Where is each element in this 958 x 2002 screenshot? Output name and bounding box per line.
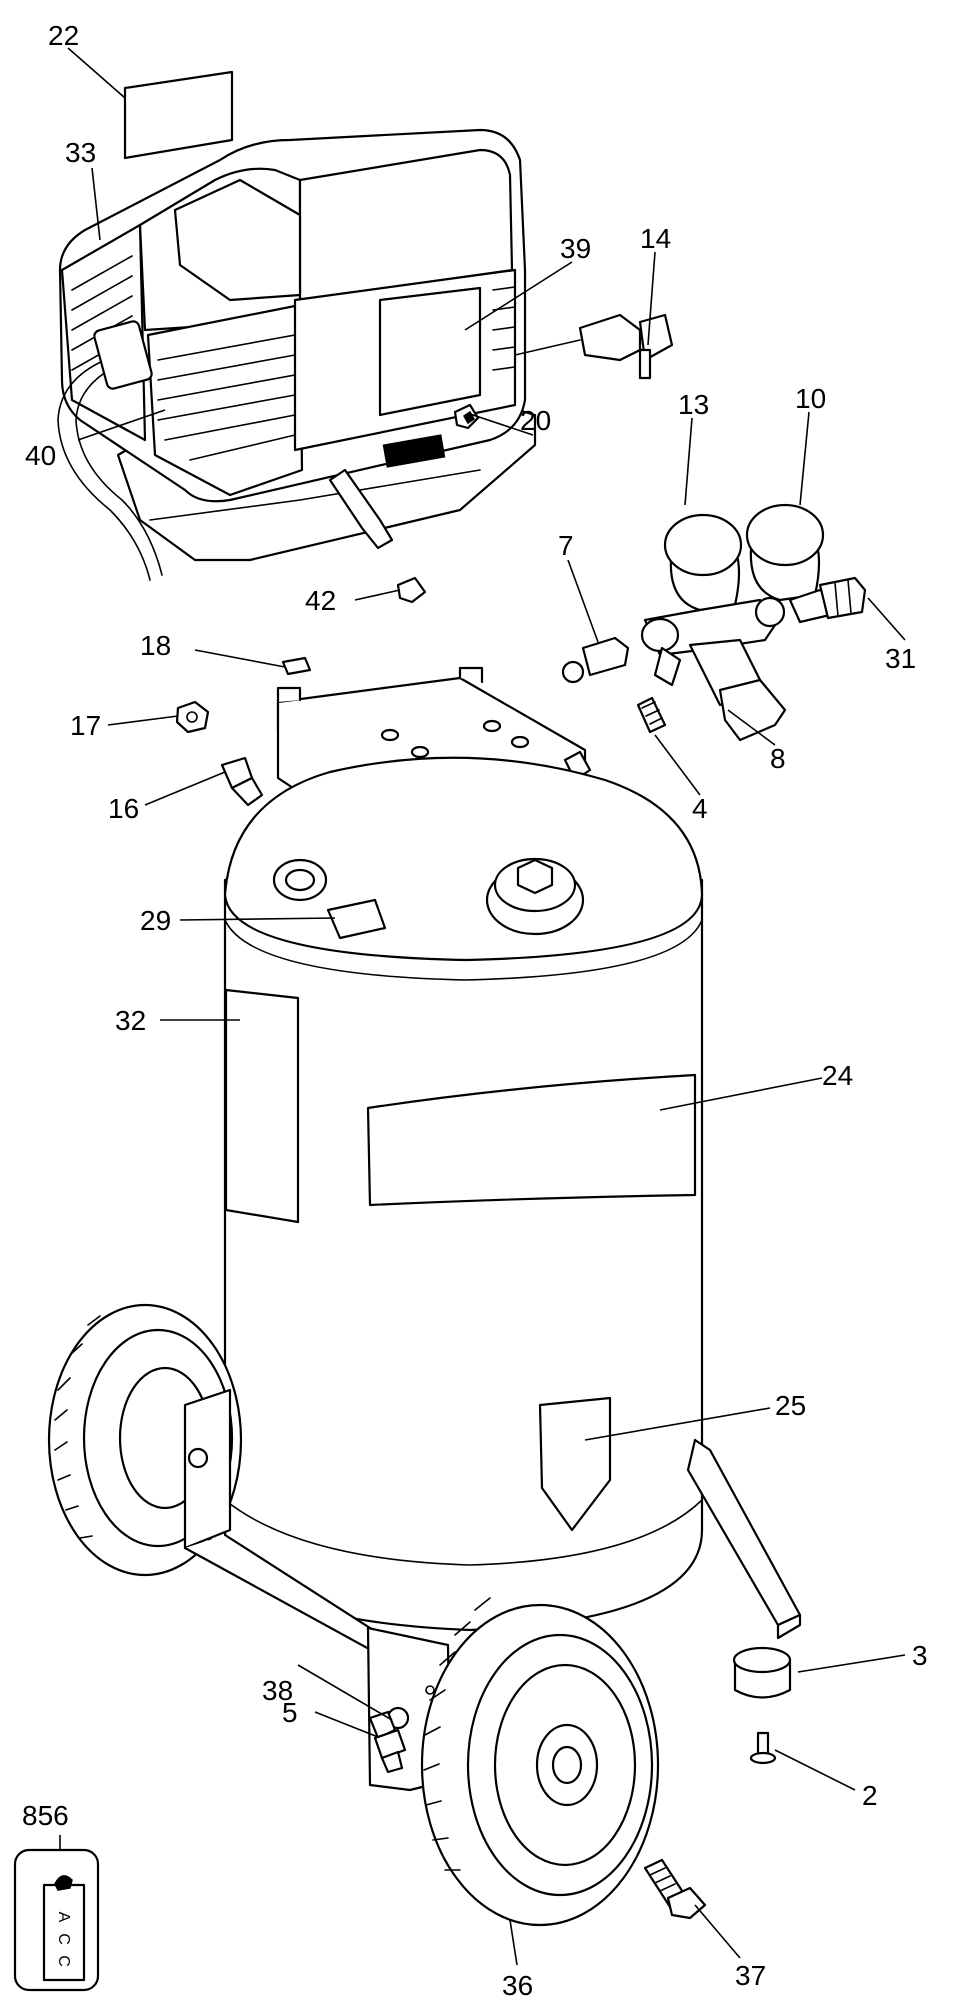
motor-shroud-assembly — [57, 128, 537, 581]
right-leg — [686, 1438, 802, 1640]
part-31-coupler — [788, 576, 867, 624]
callout-32: 32 — [115, 1005, 146, 1036]
callout-14: 14 — [640, 223, 671, 254]
callout-8: 8 — [770, 743, 786, 774]
callout-4: 4 — [692, 793, 708, 824]
callout-33: 33 — [65, 137, 96, 168]
part-42-nut — [396, 576, 427, 604]
callout-31: 31 — [885, 643, 916, 674]
part-17-nut — [175, 700, 210, 734]
callout-2: 2 — [862, 1780, 878, 1811]
air-tank — [223, 756, 704, 1632]
part-16-check-valve — [220, 756, 264, 807]
callout-37: 37 — [735, 1960, 766, 1991]
part-14-power-cord — [514, 313, 674, 380]
callout-38: 38 — [262, 1675, 293, 1706]
part-8-regulator — [640, 596, 787, 742]
callout-13: 13 — [678, 389, 709, 420]
callout-7: 7 — [558, 530, 574, 561]
leader-lines — [59, 47, 906, 1966]
callout-42: 42 — [305, 585, 336, 616]
callout-18: 18 — [140, 630, 171, 661]
callout-16: 16 — [108, 793, 139, 824]
callout-25: 25 — [775, 1390, 806, 1421]
callout-24: 24 — [822, 1060, 853, 1091]
part-37-axle-bolt — [643, 1858, 707, 1920]
part-4-fitting — [636, 696, 667, 734]
part-2-bolt — [749, 1731, 777, 1765]
part-36-wheel — [420, 1597, 660, 1927]
callout-39: 39 — [560, 233, 591, 264]
part-13-gauge — [663, 513, 743, 612]
part-22-label — [123, 70, 234, 160]
part-7-safety-valve — [561, 636, 630, 684]
callout-10: 10 — [795, 383, 826, 414]
callout-17: 17 — [70, 710, 101, 741]
callout-22: 22 — [48, 20, 79, 51]
tag-letter-3: C — [55, 1955, 72, 1967]
callout-29: 29 — [140, 905, 171, 936]
part-20-screw — [453, 403, 480, 430]
callout-40: 40 — [25, 440, 56, 471]
callout-36: 36 — [502, 1970, 533, 2001]
part-856-tag: A C C — [13, 1848, 100, 1992]
callout-labels: 22 33 39 14 10 13 20 40 42 7 18 31 17 8 … — [22, 20, 928, 2001]
part-18-pad — [281, 656, 312, 676]
part-3-foot — [732, 1646, 792, 1699]
callout-856: 856 — [22, 1800, 69, 1831]
callout-20: 20 — [520, 405, 551, 436]
callout-3: 3 — [912, 1640, 928, 1671]
callout-5: 5 — [282, 1697, 298, 1728]
part-10-gauge — [745, 503, 825, 602]
tag-letter-1: A — [55, 1912, 72, 1923]
tag-letter-2: C — [55, 1933, 72, 1945]
